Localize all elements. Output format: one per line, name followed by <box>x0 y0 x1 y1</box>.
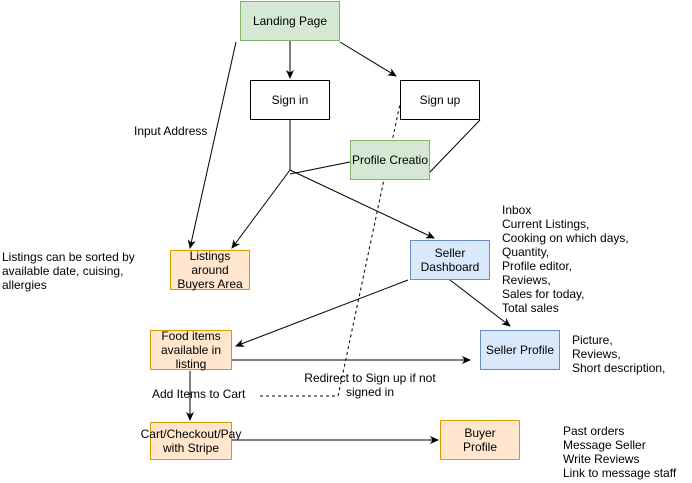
seller-profile-node: Seller Profile <box>480 330 560 370</box>
add-items-label: Add Items to Cart <box>152 387 246 401</box>
seller-profile-features-note: Picture, Reviews, Short description, <box>572 333 666 375</box>
edge-dashboard-to-food <box>235 279 409 347</box>
profile-creation-node: Profile Creatio <box>350 140 430 180</box>
landing-page-label: Landing Page <box>252 14 328 28</box>
food-items-node: Food items available in listing <box>150 329 232 371</box>
buyer-profile-features-note: Past orders Message Seller Write Reviews… <box>563 424 677 480</box>
seller-dashboard-label: Seller Dashboard <box>420 246 480 274</box>
dashboard-features-note: Inbox Current Listings, Cooking on which… <box>502 203 629 315</box>
seller-profile-label: Seller Profile <box>485 343 555 357</box>
redirect-signup-label: Redirect to Sign up if not signed in <box>304 371 436 399</box>
edge-redirect-dashed <box>260 103 401 397</box>
edge-signup-to-profile <box>429 119 481 173</box>
listings-around-node: Listings around Buyers Area <box>170 249 250 291</box>
edge-landing-to-listings <box>187 41 237 249</box>
edge-landing-to-signup <box>339 41 397 77</box>
sign-in-node: Sign in <box>250 80 330 120</box>
buyer-profile-label: Buyer Profile <box>462 426 497 454</box>
edge-dashboard-to-sellerprofile <box>449 279 511 327</box>
edge-branch-to-listings <box>231 169 291 249</box>
sign-up-node: Sign up <box>400 80 480 120</box>
landing-page-node: Landing Page <box>240 1 340 41</box>
food-items-label: Food items available in listing <box>160 329 222 371</box>
listings-sorted-note: Listings can be sorted by available date… <box>2 250 135 292</box>
sign-in-label: Sign in <box>271 93 309 107</box>
input-address-label: Input Address <box>134 124 208 138</box>
buyer-profile-node: Buyer Profile <box>440 420 520 460</box>
cart-checkout-label: Cart/Checkout/Pay with Stripe <box>140 427 242 455</box>
edge-branch-to-dashboard <box>289 169 435 239</box>
sign-up-label: Sign up <box>419 93 461 107</box>
profile-creation-label: Profile Creatio <box>351 153 429 167</box>
listings-around-label: Listings around Buyers Area <box>177 249 243 291</box>
edge-profile-to-branch <box>289 161 351 175</box>
cart-checkout-node: Cart/Checkout/Pay with Stripe <box>141 422 241 460</box>
seller-dashboard-node: Seller Dashboard <box>410 240 490 280</box>
